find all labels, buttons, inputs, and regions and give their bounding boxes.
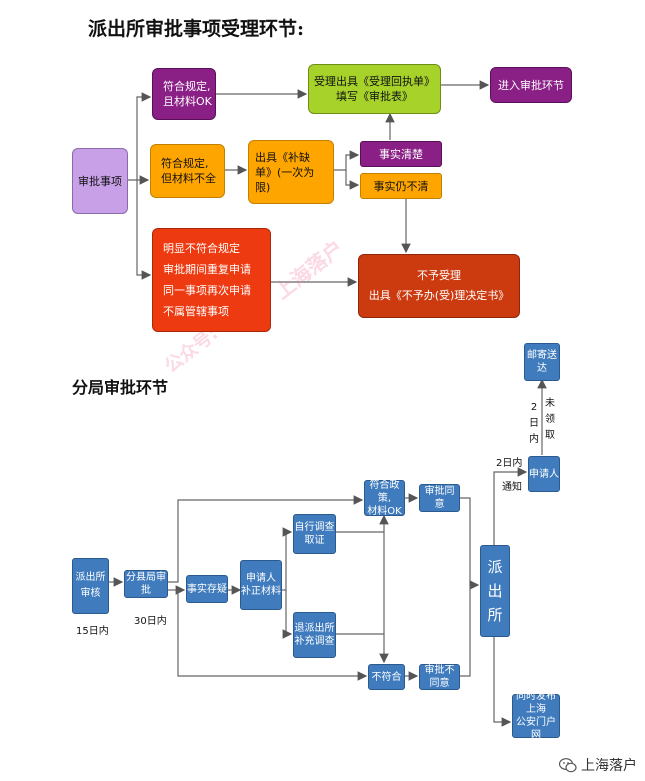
ok-line-2: 且材料OK [163,95,212,108]
fact-clear-box: 事实清楚 [360,141,442,167]
bureau-review-label: 分县局审批 [126,572,166,596]
issue-receipt-box: 受理出具《受理回执单》 填写《审批表》 [308,64,441,114]
self-investigate-line-1: 自行调查 [294,522,335,533]
fact-doubt-label: 事实存疑 [187,583,227,595]
publish-line-1: 同时发布上海 [516,691,556,715]
label-take: 取 [545,430,555,441]
reject-line-2: 审批期间重复申请 [163,263,251,276]
approve-label: 审批同意 [424,486,455,510]
reject-line-1: 明显不符合规定 [163,242,240,255]
refuse-box: 不予受理 出具《不予办(受)理决定书》 [358,254,520,318]
label-day: 日 [529,418,539,429]
start-box: 审批事项 [72,148,128,214]
disapprove-label: 审批不同意 [424,665,455,689]
fact-unclear-label: 事实仍不清 [373,179,429,193]
approve-box: 审批同意 [419,484,460,512]
partial-line-2: 但材料不全 [161,172,216,185]
self-investigate-box: 自行调查 取证 [293,514,336,554]
ok-line-1: 符合规定, [163,80,211,93]
compliant-box: 符合政策, 材料OK [364,479,405,517]
section1-title: 派出所审批事项受理环节: [88,18,305,40]
fact-doubt-box: 事实存疑 [186,575,228,603]
police-station-char-2: 出 [487,582,503,600]
self-investigate-line-2: 取证 [304,535,325,546]
reject-line-4: 不属管辖事项 [163,305,229,318]
next-stage-box: 进入审批环节 [490,67,572,103]
mail-delivery-label: 邮寄送达 [527,350,557,374]
police-station-box: 派 出 所 [480,545,510,637]
label-2: 2 [530,402,538,413]
applicant-supplement-line-2: 补正材料 [241,586,281,597]
footer-brand: 上海落户 [559,755,637,775]
refuse-line-1: 不予受理 [417,269,461,282]
reject-box: 明显不符合规定 审批期间重复申请 同一事项再次申请 不属管辖事项 [152,228,271,332]
noncompliant-box: 不符合 [368,664,405,690]
supplement-line-3: 限) [255,180,271,194]
fact-unclear-box: 事实仍不清 [360,173,442,199]
station-review-line-1: 派出所 [75,572,106,583]
compliant-line-1: 符合政策, [369,479,400,504]
label-15-days: 15日内 [76,626,109,637]
footer-brand-label: 上海落户 [581,758,637,774]
refuse-line-2: 出具《不予办(受)理决定书》 [368,289,510,302]
label-notify: 通知 [502,482,522,493]
reject-line-3: 同一事项再次申请 [163,284,251,297]
applicant-label: 申请人 [529,468,559,480]
supplement-line-1: 出具《补缺 [255,150,310,164]
supplement-box: 出具《补缺 单》(一次为 限) [248,140,334,204]
ok-box: 符合规定, 且材料OK [152,68,216,120]
compliant-line-2: 材料OK [367,505,402,517]
label-30-days: 30日内 [134,616,167,627]
bureau-review-box: 分县局审批 [124,570,168,598]
issue-line-1: 受理出具《受理回执单》 [314,75,435,88]
label-claim: 领 [545,414,555,425]
publish-line-2: 公安门户网 [516,717,556,741]
label-2-days-notify: 2日内 [496,458,523,469]
supplement-line-2: 单》(一次为 [255,165,315,179]
section2-title: 分局审批环节 [72,378,169,397]
disapprove-box: 审批不同意 [419,664,460,690]
applicant-box: 申请人 [528,456,560,492]
applicant-supplement-box: 申请人 补正材料 [240,560,282,610]
publish-box: 同时发布上海 公安门户网 [512,691,560,741]
mail-delivery-box: 邮寄送达 [524,343,560,381]
station-review-box: 派出所 审核 [72,558,109,614]
issue-line-2: 填写《审批表》 [336,90,413,103]
police-station-char-3: 所 [487,606,503,624]
next-stage-label: 进入审批环节 [498,78,564,92]
label-within: 内 [529,434,539,445]
return-station-line-2: 补充调查 [294,636,335,647]
police-station-char-1: 派 [487,558,503,576]
wechat-icon [559,757,577,772]
noncompliant-label: 不符合 [371,671,402,683]
label-not: 未 [545,398,555,409]
start-label: 审批事项 [78,174,122,188]
partial-box: 符合规定, 但材料不全 [150,144,225,198]
return-station-box: 退派出所 补充调查 [293,612,336,658]
station-review-line-2: 审核 [80,588,101,599]
partial-line-1: 符合规定, [161,157,209,170]
fact-clear-label: 事实清楚 [379,147,423,161]
return-station-line-1: 退派出所 [294,623,335,634]
applicant-supplement-line-1: 申请人 [246,573,276,584]
